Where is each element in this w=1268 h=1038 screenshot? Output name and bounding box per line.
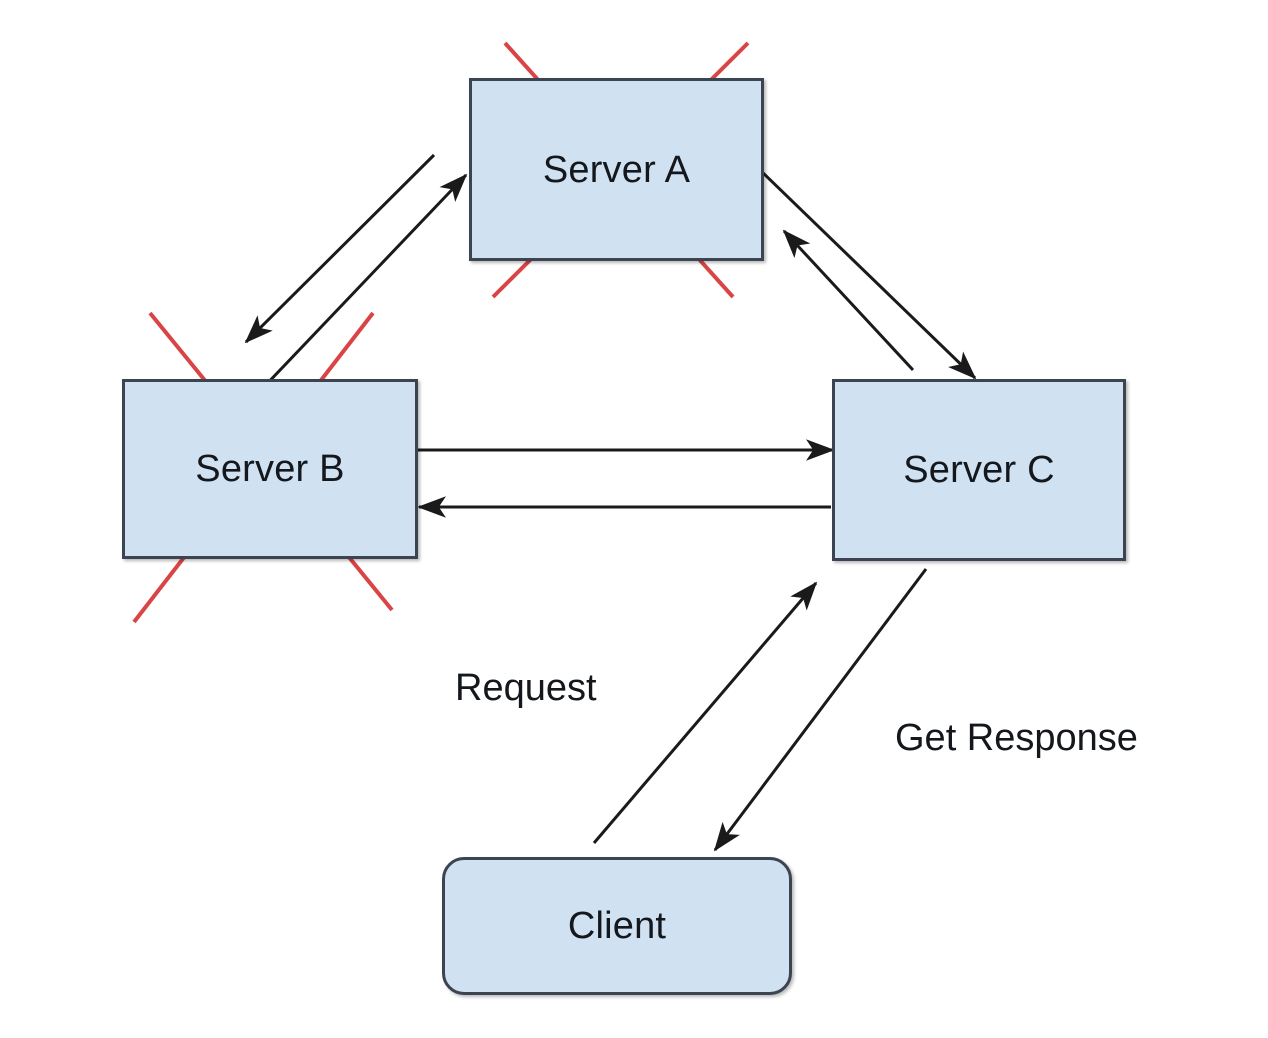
edge-client-to-c[interactable] — [592, 581, 818, 844]
edge-label-get-response: Get Response — [895, 717, 1138, 759]
edge-a-to-b[interactable] — [244, 153, 436, 344]
node-server-b-label: Server B — [195, 448, 345, 490]
node-client[interactable]: Client — [442, 857, 792, 995]
edge-c-to-a[interactable] — [782, 229, 915, 372]
edge-label-request: Request — [455, 667, 597, 709]
node-server-c-label: Server C — [903, 449, 1055, 491]
node-server-c[interactable]: Server C — [832, 379, 1126, 561]
edge-b-to-a[interactable] — [260, 173, 468, 391]
node-server-a[interactable]: Server A — [469, 78, 764, 261]
node-server-b[interactable]: Server B — [122, 379, 418, 559]
node-client-label: Client — [567, 905, 667, 947]
edge-c-to-client[interactable] — [713, 568, 928, 852]
edge-a-to-c[interactable] — [758, 168, 977, 380]
node-server-a-label: Server A — [542, 148, 691, 191]
